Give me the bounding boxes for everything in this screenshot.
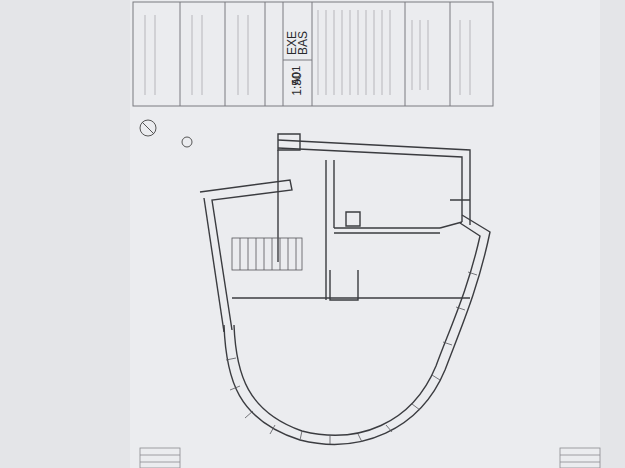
sheet-number: A01 <box>291 65 302 85</box>
stairs <box>232 238 302 270</box>
title-block <box>133 2 493 106</box>
north-arrow <box>142 122 154 134</box>
walls <box>200 134 490 444</box>
paper-sheet <box>130 0 600 468</box>
table-strip <box>140 448 600 468</box>
sheet-code: BAS <box>297 31 309 55</box>
marker-circle <box>182 137 192 147</box>
wall-segments <box>226 272 477 444</box>
north-symbol <box>140 120 156 136</box>
